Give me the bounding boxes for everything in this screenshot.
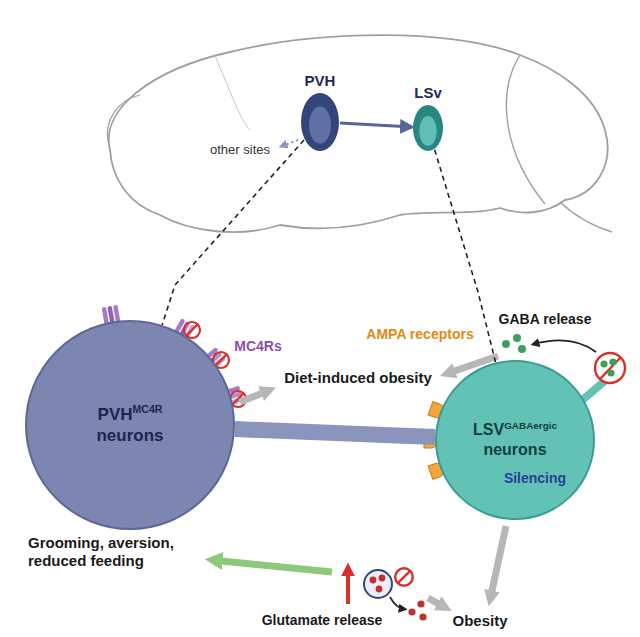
gaba-vesicles bbox=[502, 334, 526, 353]
receptor-label: AMPA receptors bbox=[366, 326, 473, 343]
behavior-arrow bbox=[212, 560, 332, 572]
lsv-axon bbox=[580, 380, 606, 402]
brain-region: PVH bbox=[300, 92, 340, 152]
node-shape bbox=[412, 104, 444, 152]
release-label: GABA release bbox=[499, 311, 592, 328]
behavior-label: Grooming, aversion, reduced feeding bbox=[28, 534, 206, 570]
outcome-label: Diet-induced obesity bbox=[284, 369, 432, 387]
cell-name: neurons bbox=[483, 441, 546, 458]
target-label: other sites bbox=[210, 142, 270, 158]
manipulation-label: Silencing bbox=[504, 470, 566, 487]
cell-name: PVH bbox=[98, 405, 133, 424]
glutamate-dots bbox=[408, 600, 426, 620]
cell-name: LSV bbox=[473, 421, 504, 438]
glutamate-vesicle bbox=[364, 570, 392, 598]
neuron-cell: PVHMC4R neurons bbox=[25, 320, 235, 530]
projection-arrow bbox=[282, 140, 298, 146]
brainstem-line bbox=[560, 202, 612, 232]
superscript: MC4R bbox=[133, 403, 163, 415]
release-label: Glutamate release bbox=[262, 612, 383, 629]
node-shape bbox=[435, 360, 595, 520]
axon-projection bbox=[235, 429, 435, 437]
region-label: LSv bbox=[414, 84, 442, 101]
increase-arrow bbox=[346, 568, 350, 604]
brain-region: LSv bbox=[412, 104, 444, 152]
node-shape bbox=[25, 320, 235, 530]
release-arrow bbox=[534, 340, 596, 352]
olfactory-line bbox=[107, 95, 140, 142]
region-label: PVH bbox=[305, 72, 336, 89]
connector bbox=[162, 140, 304, 325]
outcome-label: Obesity bbox=[452, 612, 507, 630]
neuron-cell: LSVGABAergic neurons bbox=[435, 360, 595, 520]
cell-name: neurons bbox=[96, 426, 163, 445]
cell-label: LSVGABAergic neurons bbox=[473, 420, 557, 460]
node-shape bbox=[300, 92, 340, 152]
blocked-terminal bbox=[595, 353, 625, 383]
receptor-label: MC4Rs bbox=[234, 338, 281, 355]
cell-label: PVHMC4R neurons bbox=[96, 403, 163, 446]
superscript: GABAergic bbox=[504, 420, 557, 431]
brain-outline bbox=[109, 35, 608, 232]
cortex-line bbox=[215, 56, 250, 130]
connector bbox=[340, 123, 412, 127]
cerebellum-line bbox=[506, 55, 545, 204]
